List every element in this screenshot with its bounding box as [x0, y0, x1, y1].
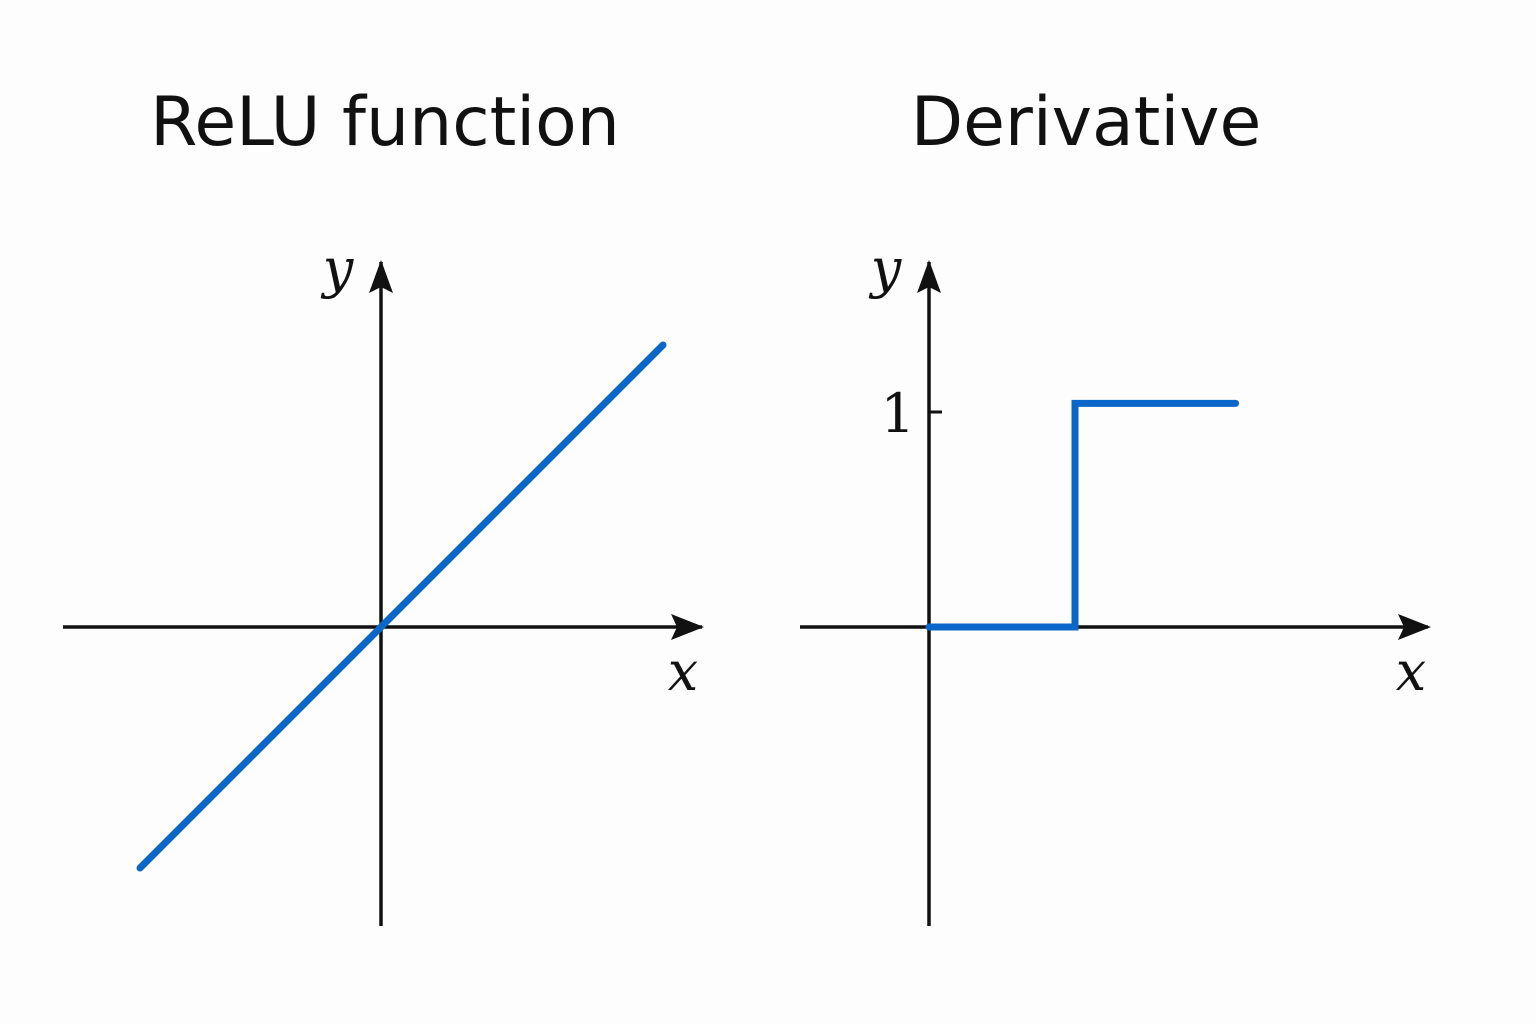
derivative-chart-title: Derivative	[911, 83, 1262, 162]
derivative-series-line-0	[925, 399, 1240, 631]
derivative-y-arrow	[917, 260, 941, 293]
relu-y-arrow	[369, 260, 393, 293]
relu-chart-title: ReLU function	[150, 83, 620, 162]
derivative-plot-area: 1	[881, 382, 1240, 631]
relu-y-axis-label: y	[321, 237, 355, 300]
relu-plot-area	[136, 341, 667, 872]
relu-x-arrow	[671, 614, 704, 640]
relu-series-line-0	[136, 341, 667, 872]
derivative-y-tick-label-0: 1	[881, 382, 915, 445]
relu-panel: ReLU function x y	[63, 83, 704, 926]
derivative-panel: Derivative x y 1	[800, 83, 1431, 926]
derivative-x-arrow	[1398, 614, 1431, 640]
derivative-y-axis-label: y	[869, 237, 903, 300]
derivative-x-axis-label: x	[1396, 640, 1426, 703]
relu-x-axis-label: x	[668, 640, 698, 703]
